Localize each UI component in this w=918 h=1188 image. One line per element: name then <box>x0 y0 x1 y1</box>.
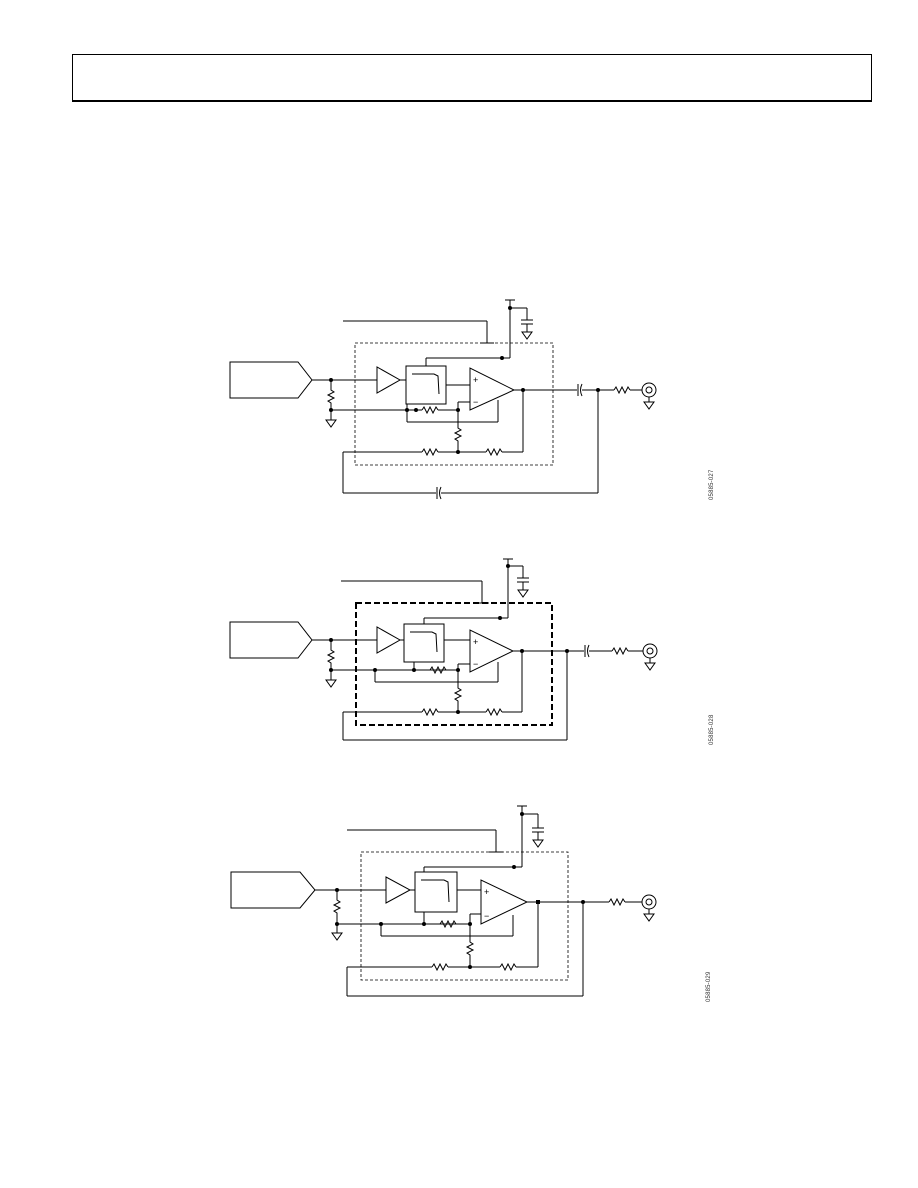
output-resistor <box>608 897 626 907</box>
op-amp <box>469 367 516 411</box>
op-amp <box>480 879 529 925</box>
output-jack <box>642 643 658 659</box>
buffer-amp <box>385 876 412 904</box>
opamp-plus: + <box>473 375 478 385</box>
filter-curve <box>410 631 438 653</box>
schematic-svg-3: + − <box>230 805 657 997</box>
shunt-resistor-2 <box>453 670 463 712</box>
opamp-plus: + <box>473 637 478 647</box>
feedback-resistor-2 <box>485 447 503 457</box>
ground-symbol <box>331 932 343 941</box>
ground-symbol <box>521 331 533 340</box>
figure-code-2: 05885-028 <box>709 714 715 746</box>
schematic-svg-2: + − <box>229 558 658 741</box>
gain-resistor <box>429 665 447 675</box>
output-resistor <box>613 385 631 395</box>
op-amp <box>469 629 515 673</box>
buffer-amp <box>376 626 402 654</box>
output-jack <box>641 894 657 910</box>
filter-block <box>403 623 445 663</box>
feedback-resistor <box>421 707 439 717</box>
shunt-resistor <box>326 380 336 414</box>
feedback-resistor <box>421 447 439 457</box>
opamp-plus: + <box>484 887 489 897</box>
feedback-resistor-2 <box>485 707 503 717</box>
chip-boundary <box>360 851 569 981</box>
schematic-svg-1: + − <box>229 299 657 500</box>
shunt-resistor <box>326 640 336 672</box>
feedback-resistor-2 <box>499 962 517 972</box>
shunt-resistor-2 <box>465 924 475 967</box>
output-resistor <box>611 646 629 656</box>
gain-resistor <box>421 405 439 415</box>
ground-symbol <box>325 679 337 688</box>
ground-symbol <box>325 419 337 428</box>
schematic-figure-1: + − <box>0 290 918 510</box>
ground-symbol <box>643 913 655 922</box>
schematic-figure-2: + − <box>0 552 918 752</box>
ground-symbol <box>644 662 656 671</box>
figure-code-1: 05885-027 <box>709 469 715 501</box>
input-connector <box>229 361 313 399</box>
filter-block <box>405 365 447 405</box>
opamp-minus: − <box>484 911 489 921</box>
filter-curve <box>421 879 450 903</box>
shunt-resistor-2 <box>453 410 463 452</box>
ground-symbol <box>643 401 655 410</box>
opamp-minus: − <box>473 397 478 407</box>
ground-symbol <box>517 589 529 598</box>
schematic-figure-3: + − <box>0 800 918 1010</box>
chip-boundary <box>355 602 553 726</box>
input-connector <box>229 621 313 659</box>
gain-resistor <box>439 919 457 929</box>
ground-symbol <box>532 839 544 848</box>
filter-curve <box>412 373 440 395</box>
output-jack <box>641 382 657 398</box>
opamp-minus: − <box>473 659 478 669</box>
shunt-resistor <box>332 890 342 926</box>
feedback-resistor <box>431 962 449 972</box>
figure-code-3: 05885-029 <box>706 971 712 1003</box>
input-connector <box>230 871 316 909</box>
page-header-box <box>72 54 872 102</box>
buffer-amp <box>376 366 402 394</box>
filter-block <box>414 871 458 913</box>
